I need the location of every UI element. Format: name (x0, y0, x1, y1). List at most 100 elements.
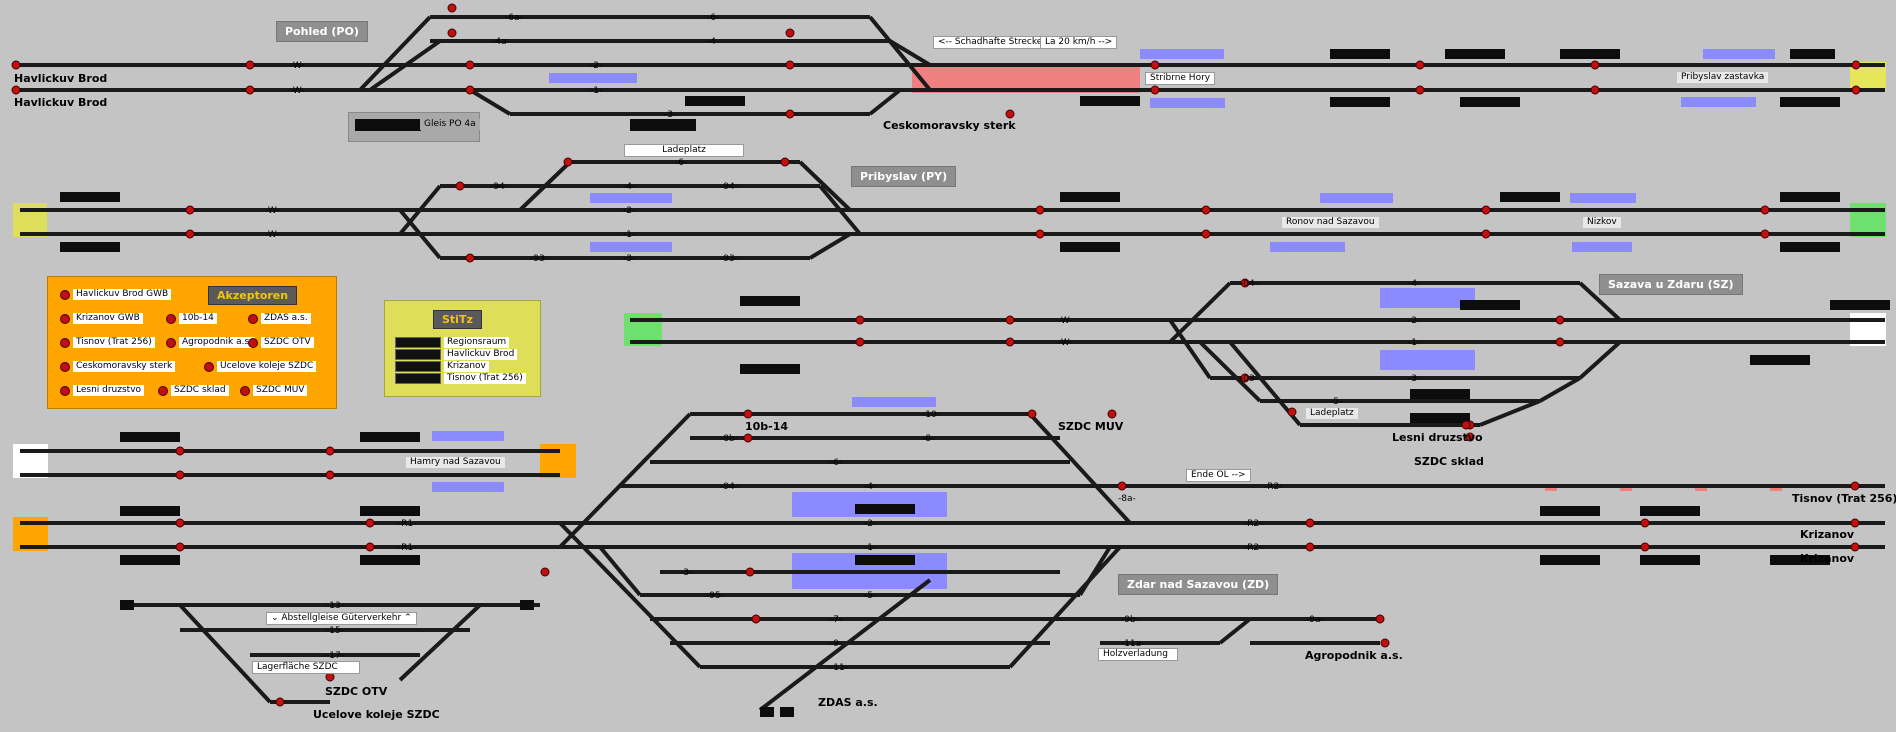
akzeptor-item[interactable]: Havlickuv Brod GWB (60, 289, 172, 300)
track-label-sz-04: -04- (1240, 279, 1258, 289)
track-label-zd-7: -7- (830, 615, 843, 625)
label-schadhafte: <-- Schadhafte Strecke (933, 36, 1048, 49)
label-ende-ol: Ende OL --> (1186, 469, 1251, 482)
stitz-item[interactable]: Krizanov (395, 361, 489, 372)
label-la20: La 20 km/h --> (1040, 36, 1118, 49)
track-label-po-6: -6- (707, 13, 720, 23)
stitz-indicator (395, 337, 441, 348)
track-label-py-w2: -W- (265, 230, 280, 240)
track-label-zd-17: -17- (326, 651, 344, 661)
signal-icon (60, 337, 70, 348)
signal-icon (60, 361, 70, 372)
akzeptor-item[interactable]: SZDC sklad (158, 385, 229, 396)
stitz-title: StiTz (433, 310, 482, 329)
track-label-po-w1: -W- (290, 61, 305, 71)
akzeptor-item[interactable]: ZDAS a.s. (248, 313, 311, 324)
track-label-zd-11: -11- (830, 663, 848, 673)
endpoint-krizanov-1[interactable]: Krizanov (1800, 528, 1855, 541)
label-ronov: Ronov nad Sazavou (1282, 217, 1379, 228)
track-label-zd-r2b: -R2- (1244, 519, 1263, 529)
akzeptor-item[interactable]: SZDC OTV (248, 337, 314, 348)
track-label-py-93b: -93- (720, 254, 738, 264)
label-pribyslav-zastavka: Pribyslav zastavka (1677, 72, 1769, 83)
track-label-sz-w1: -W- (1058, 316, 1073, 326)
track-label-zd-9: -9- (830, 639, 843, 649)
stitz-panel: StiTz Regionsraum Havlickuv Brod Krizano… (384, 300, 541, 397)
track-label-zd-4: -4- (864, 482, 877, 492)
track-label-zd-3: -3- (680, 568, 693, 578)
akzeptor-item[interactable]: Krizanov GWB (60, 313, 143, 324)
akzeptor-item[interactable]: Tisnov (Trat 256) (60, 337, 155, 348)
track-label-zd-r2a: -R2- (1264, 482, 1283, 492)
track-label-sz-2: -2- (1408, 316, 1421, 326)
track-label-zd-94: -94- (720, 482, 738, 492)
station-title-sz[interactable]: Sazava u Zdaru (SZ) (1599, 274, 1743, 295)
akzeptoren-title: Akzeptoren (208, 286, 298, 305)
track-label-sz-w2: -W- (1058, 338, 1073, 348)
akzeptor-item[interactable]: SZDC MUV (240, 385, 308, 396)
track-label-py-6: -6- (675, 158, 688, 168)
track-label-po-2: -2- (590, 61, 603, 71)
siding-ucelove[interactable]: Ucelove koleje SZDC (313, 708, 440, 721)
siding-agropodnik[interactable]: Agropodnik a.s. (1305, 649, 1403, 662)
akzeptor-item[interactable]: Agropodnik a.s. (166, 337, 256, 348)
track-label-sz-1: -1- (1408, 338, 1421, 348)
siding-szdc-muv[interactable]: SZDC MUV (1058, 420, 1124, 433)
siding-ceskomoravsky[interactable]: Ceskomoravsky sterk (883, 119, 1016, 132)
signal-blocks (60, 49, 1890, 717)
station-title-po[interactable]: Pohled (PO) (276, 21, 368, 42)
signal-icon (166, 313, 176, 324)
label-gleis-po-4a[interactable]: Gleis PO 4a (420, 119, 480, 130)
station-title-py[interactable]: Pribyslav (PY) (851, 166, 957, 187)
track-label-py-w1: -W- (265, 206, 280, 216)
station-title-zd[interactable]: Zdar nad Sazavou (ZD) (1118, 574, 1279, 595)
akzeptor-item[interactable]: Ucelove koleje SZDC (204, 361, 317, 372)
akzeptor-item[interactable]: 10b-14 (166, 313, 217, 324)
track-label-zd-10: -10- (922, 410, 940, 420)
label-lagerflache: Lagerfläche SZDC (252, 661, 360, 674)
track-label-zd-8a: -8a- (1118, 494, 1136, 504)
stitz-indicator (395, 361, 441, 372)
track-label-po-4a: -4a- (492, 37, 510, 47)
track-label-zd-15: -15- (326, 626, 344, 636)
stitz-item[interactable]: Regionsraum (395, 337, 510, 348)
siding-10b-14[interactable]: 10b-14 (745, 420, 789, 433)
track-label-zd-2: -2- (864, 519, 877, 529)
track-label-hamry-r1a: -R1- (398, 519, 417, 529)
label-abstellgleise: ⌄ Abstellgleise Güterverkehr ⌃ (266, 612, 417, 625)
endpoint-krizanov-2[interactable]: Krizanov (1800, 552, 1855, 565)
siding-szdc-sklad[interactable]: SZDC sklad (1414, 455, 1484, 468)
akzeptor-item[interactable]: Ceskomoravsky sterk (60, 361, 176, 372)
track-label-hamry-r1b: -R1- (398, 543, 417, 553)
stitz-indicator (395, 373, 441, 384)
track-label-zd-r2c: -R2- (1244, 543, 1263, 553)
endpoint-tisnov[interactable]: Tisnov (Trat 256) (1792, 492, 1896, 505)
endpoint-havlickuv-brod-1[interactable]: Havlickuv Brod (14, 72, 108, 85)
endpoint-havlickuv-brod-2[interactable]: Havlickuv Brod (14, 96, 108, 109)
track-label-po-4: -4- (707, 37, 720, 47)
track-label-zd-8: -8- (922, 434, 935, 444)
track-label-sz-5: -5- (1330, 397, 1343, 407)
signal-icon (166, 337, 176, 348)
akzeptoren-panel: Akzeptoren Havlickuv Brod GWB Krizanov G… (47, 276, 337, 409)
signal-icon (158, 385, 168, 396)
signal-icon (60, 313, 70, 324)
signal-icon (248, 313, 258, 324)
track-label-zd-9a: -9a- (1306, 615, 1324, 625)
track-label-zd-9b: -9b- (1121, 615, 1139, 625)
siding-szdc-otv[interactable]: SZDC OTV (325, 685, 388, 698)
track-label-zd-95: -95- (706, 591, 724, 601)
track-label-py-94b: -94- (720, 182, 738, 192)
signal-icon (240, 385, 250, 396)
track-label-sz-03: -03- (1240, 374, 1258, 384)
siding-lesni-druzstvo[interactable]: Lesni druzstvo (1392, 431, 1483, 444)
akzeptor-item[interactable]: Lesni druzstvo (60, 385, 145, 396)
stitz-indicator (395, 349, 441, 360)
track-label-zd-1: -1- (864, 543, 877, 553)
signal-icon (60, 385, 70, 396)
siding-zdas[interactable]: ZDAS a.s. (818, 696, 878, 709)
track-label-py-4: -4- (623, 182, 636, 192)
stitz-item[interactable]: Tisnov (Trat 256) (395, 373, 526, 384)
stitz-item[interactable]: Havlickuv Brod (395, 349, 518, 360)
